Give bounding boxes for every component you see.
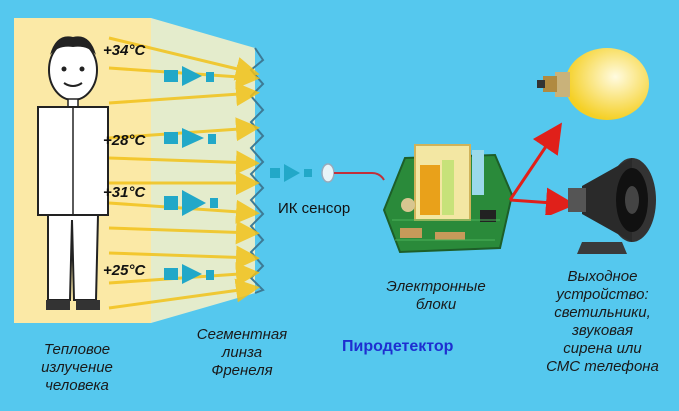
caption-line: блоки <box>415 296 457 313</box>
ir-sensor-icon <box>270 163 385 183</box>
caption-line: Сегментная <box>196 326 288 343</box>
person-icon <box>37 36 109 310</box>
caption-line: Выходное <box>567 268 638 285</box>
light-bulb-icon <box>537 48 649 120</box>
caption-line: излучение <box>41 359 113 376</box>
caption-line: Тепловое <box>43 341 111 358</box>
caption-line: Френеля <box>211 362 273 379</box>
caption-line: Электронные <box>386 278 486 295</box>
caption-line: звуковая <box>571 322 634 339</box>
caption-line: линза <box>221 344 263 361</box>
temperature-label: +31°C <box>103 184 146 201</box>
temperature-label: +28°C <box>103 132 146 149</box>
body-heat-caption: Тепловое излучение человека <box>22 341 132 395</box>
heat-rays <box>108 36 260 310</box>
temperature-label: +34°C <box>103 42 146 59</box>
temperature-label: +25°C <box>103 262 146 279</box>
caption-line: СМС телефона <box>546 358 659 375</box>
siren-icon <box>568 158 656 254</box>
pyrodetector-label: Пиродетектор <box>342 338 454 355</box>
output-arrows <box>508 122 576 215</box>
ir-sensor-label: ИК сенсор <box>278 200 351 217</box>
caption-line: светильники, <box>554 304 651 321</box>
electronics-caption: Электронные блоки <box>376 278 496 314</box>
caption-line: сирена или <box>563 340 642 357</box>
caption-line: устройство: <box>556 286 649 303</box>
caption-line: человека <box>45 377 109 394</box>
circuit-board-icon <box>382 144 514 254</box>
fresnel-lens-caption: Сегментная линза Френеля <box>183 326 301 380</box>
output-device-caption: Выходное устройство: светильники, звуков… <box>535 268 670 376</box>
